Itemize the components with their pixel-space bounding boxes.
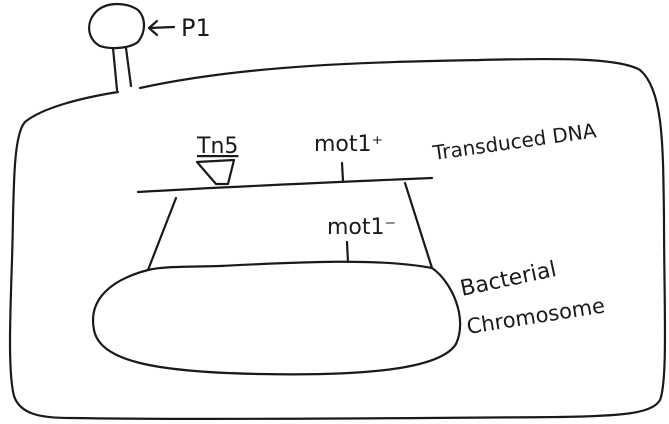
transduced-dna-label: Transduced DNA [430,118,598,165]
phage-label: P1 [181,14,211,42]
tn5-label: Tn5 [196,134,238,159]
bacterial-label-line1: Bacterial [458,257,559,302]
cell-outline [8,57,667,420]
crossover-right [403,181,434,270]
tn5-insertion-mark [195,158,236,186]
phage-arrow [147,19,176,37]
transduced-dna-line [136,176,434,194]
mot-minus-label: mot1⁻ [327,215,396,240]
crossover-left [146,196,178,272]
phage-tail [111,46,133,92]
bacterial-label-line2: Chromosome [465,293,607,339]
mot-plus-label: mot1⁺ [314,132,383,157]
mot-minus-tick [345,240,350,264]
mot-plus-tick [340,161,345,183]
phage-head [88,2,146,50]
bacterial-chromosome [91,260,462,376]
